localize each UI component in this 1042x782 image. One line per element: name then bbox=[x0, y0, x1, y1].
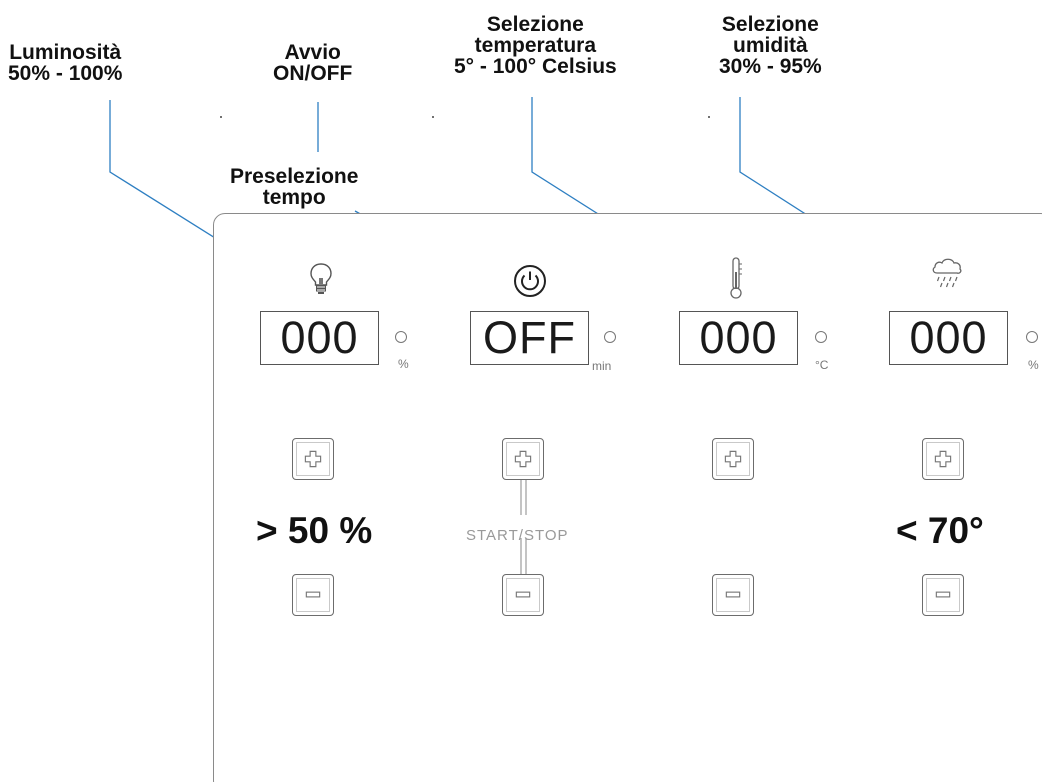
brightness-display: 000 bbox=[260, 311, 379, 365]
callout-brightness-line2: 50% - 100% bbox=[8, 62, 123, 85]
minus-icon bbox=[515, 591, 531, 598]
start-stop-connector bbox=[520, 480, 527, 574]
rain-cloud-icon bbox=[932, 258, 962, 288]
temperature-plus-button[interactable] bbox=[712, 438, 754, 480]
brightness-unit: % bbox=[398, 357, 409, 371]
callout-brightness-line1: Luminosità bbox=[9, 41, 122, 64]
brightness-led bbox=[395, 331, 407, 343]
brightness-plus-button[interactable] bbox=[292, 438, 334, 480]
brightness-threshold-annotation: > 50 % bbox=[256, 510, 373, 551]
temperature-led bbox=[815, 331, 827, 343]
plus-icon bbox=[514, 450, 532, 468]
callout-power-line2: ON/OFF bbox=[273, 62, 353, 85]
callout-timer-line1: Preselezione bbox=[230, 165, 359, 188]
plus-icon bbox=[304, 450, 322, 468]
temperature-minus-button[interactable] bbox=[712, 574, 754, 616]
callout-temperature: Selezione temperatura 5° - 100° Celsius bbox=[454, 14, 617, 77]
timer-unit: min bbox=[592, 359, 612, 373]
callout-power-line1: Avvio bbox=[284, 41, 341, 64]
decorative-dot bbox=[708, 116, 710, 118]
callout-brightness: Luminosità 50% - 100% bbox=[8, 42, 122, 84]
callout-humidity-line2: umidità bbox=[733, 34, 808, 57]
plus-icon bbox=[724, 450, 742, 468]
minus-icon bbox=[725, 591, 741, 598]
minus-icon bbox=[935, 591, 951, 598]
callout-humidity-line1: Selezione bbox=[721, 13, 819, 36]
thermometer-icon bbox=[730, 257, 742, 299]
brightness-minus-button[interactable] bbox=[292, 574, 334, 616]
timer-led bbox=[604, 331, 616, 343]
humidity-plus-button[interactable] bbox=[922, 438, 964, 480]
light-bulb-icon bbox=[310, 263, 332, 294]
callout-temperature-line3: 5° - 100° Celsius bbox=[454, 55, 617, 78]
minus-icon bbox=[305, 591, 321, 598]
humidity-threshold-annotation: < 70° bbox=[896, 510, 984, 551]
callout-humidity-line3: 30% - 95% bbox=[719, 55, 822, 78]
temperature-display: 000 bbox=[679, 311, 798, 365]
humidity-unit: % bbox=[1028, 358, 1039, 372]
callout-temperature-line1: Selezione bbox=[486, 13, 584, 36]
callout-humidity: Selezione umidità 30% - 95% bbox=[719, 14, 822, 77]
callout-power: Avvio ON/OFF bbox=[273, 42, 352, 84]
decorative-dot bbox=[220, 116, 222, 118]
control-panel: 000 % OFF min 000 °C 000 % START/STOP bbox=[213, 213, 1042, 782]
timer-minus-button[interactable] bbox=[502, 574, 544, 616]
decorative-dot bbox=[432, 116, 434, 118]
start-stop-label: START/STOP bbox=[466, 527, 569, 544]
power-icon bbox=[514, 265, 546, 297]
timer-plus-button[interactable] bbox=[502, 438, 544, 480]
timer-display: OFF bbox=[470, 311, 589, 365]
callout-timer-line2: tempo bbox=[262, 186, 326, 209]
callout-temperature-line2: temperatura bbox=[474, 34, 597, 57]
temperature-unit: °C bbox=[815, 358, 829, 372]
callout-timer: Preselezione tempo bbox=[230, 166, 358, 208]
humidity-led bbox=[1026, 331, 1038, 343]
plus-icon bbox=[934, 450, 952, 468]
humidity-minus-button[interactable] bbox=[922, 574, 964, 616]
humidity-display: 000 bbox=[889, 311, 1008, 365]
